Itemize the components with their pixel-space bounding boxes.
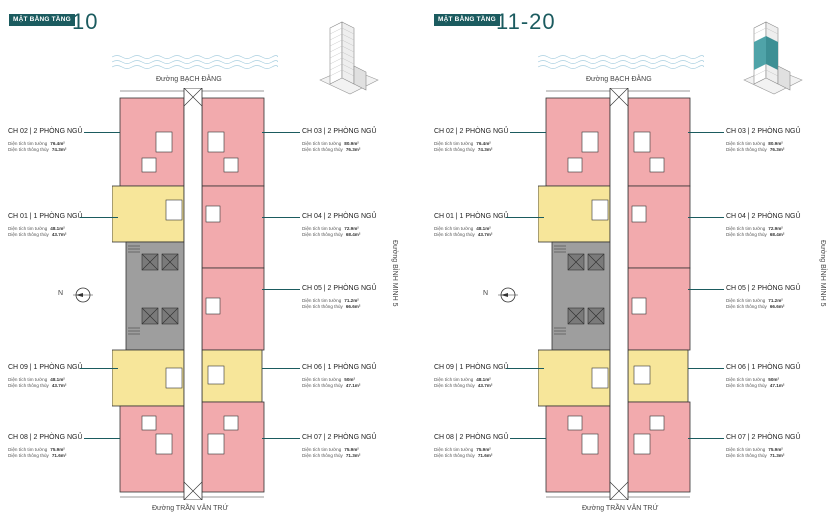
leader-line-ch07 [688, 438, 724, 439]
leader-line-ch08 [84, 438, 120, 439]
leader-line-ch01 [80, 217, 118, 218]
street-bottom-label: Đường TRẦN VĂN TRỨ [152, 505, 229, 512]
floor-number: 11-20 [496, 9, 556, 34]
leader-line-ch09 [506, 368, 544, 369]
leader-line-ch04 [688, 217, 724, 218]
unit-ch04-area [201, 185, 265, 269]
north-compass-icon [73, 287, 93, 303]
river-wave-decoration [538, 55, 704, 69]
floor-plan-drawing [112, 88, 265, 500]
unit-ch02-area [119, 97, 185, 187]
leader-line-ch02 [510, 132, 546, 133]
street-top-label: Đường BẠCH ĐẰNG [156, 76, 222, 83]
floor-number: 10 [72, 9, 99, 34]
leader-line-ch08 [510, 438, 546, 439]
floor-plan-tag: MẶT BẰNG TẦNG [9, 14, 75, 26]
corridor [609, 88, 629, 500]
floor-plan-panel-10: MẶT BẰNG TẦNG 10 Đường BẠCH ĐẰNG Đường T… [0, 0, 414, 529]
leader-line-ch09 [80, 368, 118, 369]
leader-line-ch04 [262, 217, 300, 218]
street-top-label: Đường BẠCH ĐẰNG [586, 76, 652, 83]
corridor [183, 88, 203, 500]
unit-ch02-area [545, 97, 611, 187]
street-bottom-label: Đường TRẦN VĂN TRỨ [582, 505, 659, 512]
compass-north-label: N [58, 290, 64, 297]
leader-line-ch05 [262, 289, 300, 290]
building-thumbnail-highlighted-icon [743, 21, 803, 95]
river-wave-decoration [112, 55, 278, 69]
building-thumbnail-icon [319, 21, 379, 95]
leader-line-ch07 [262, 438, 300, 439]
floor-plan-tag: MẶT BẰNG TẦNG [434, 14, 500, 26]
north-compass-icon [498, 287, 518, 303]
leader-line-ch05 [688, 289, 724, 290]
floor-plan-panel-11-20: MẶT BẰNG TẦNG 11-20 Đường BẠCH ĐẰNG Đườn… [414, 0, 828, 529]
leader-line-ch06 [262, 368, 300, 369]
leader-line-ch01 [506, 217, 544, 218]
floor-plan-drawing [538, 88, 691, 500]
street-right-label: Đường BÌNH MINH 5 [819, 240, 826, 307]
unit-ch04-area [627, 185, 691, 269]
leader-line-ch03 [688, 132, 724, 133]
leader-line-ch02 [84, 132, 120, 133]
leader-line-ch06 [688, 368, 724, 369]
compass-north-label: N [483, 290, 489, 297]
street-right-label: Đường BÌNH MINH 5 [391, 240, 398, 307]
leader-line-ch03 [262, 132, 300, 133]
